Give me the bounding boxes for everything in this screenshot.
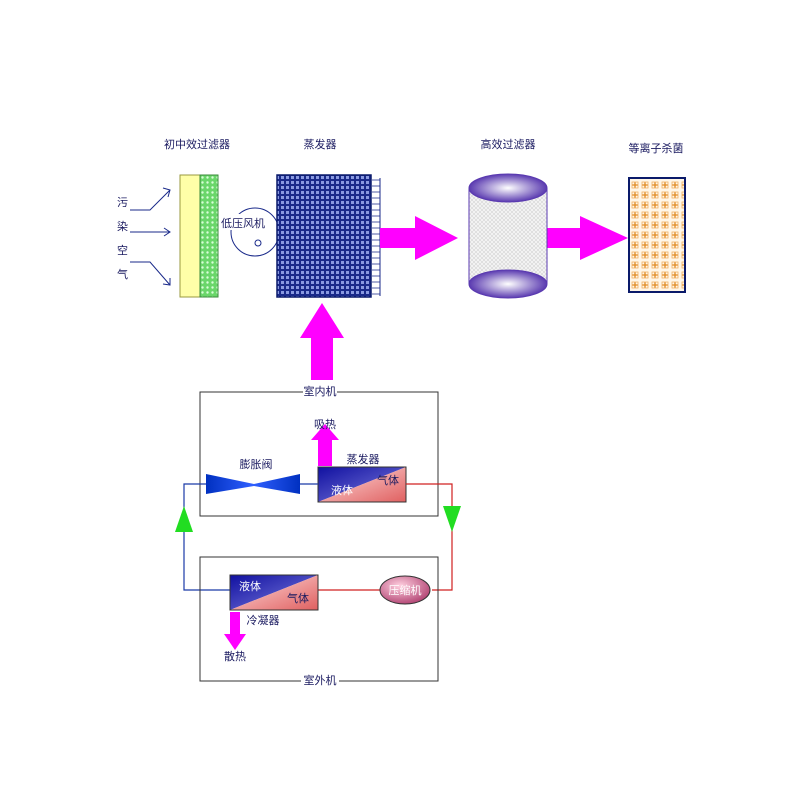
airflow-arrow-1 — [380, 216, 458, 260]
svg-text:污: 污 — [117, 196, 128, 209]
compressor-label: 压缩机 — [389, 583, 422, 597]
condenser-unit: 液体 气体 — [229, 574, 319, 611]
outdoor-unit-label: 室外机 — [304, 673, 337, 687]
evaporator-top-label: 蒸发器 — [304, 137, 337, 151]
indoor-unit-label: 室内机 — [304, 384, 337, 398]
svg-text:染: 染 — [117, 219, 128, 233]
evaporator-label: 蒸发器 — [347, 452, 380, 466]
fan-label: 低压风机 — [221, 216, 265, 230]
release-heat-arrow — [224, 612, 246, 650]
expansion-valve-label: 膨胀阀 — [240, 457, 273, 471]
cond-gas-label: 气体 — [287, 591, 309, 605]
hepa-filter-label: 高效过滤器 — [481, 137, 536, 151]
flow-arrow-down — [443, 506, 461, 532]
svg-text:空: 空 — [117, 243, 128, 257]
evap-gas-label: 气体 — [377, 473, 399, 487]
polluted-air-label: 污 染 空 气 — [117, 196, 128, 281]
absorb-heat-arrow — [311, 424, 339, 466]
plasma-sterilizer — [628, 177, 686, 293]
low-pressure-fan: 低压风机 — [219, 207, 280, 257]
absorb-heat-label: 吸热 — [314, 418, 336, 431]
primary-filter — [179, 174, 219, 298]
cooling-supply-arrow — [300, 303, 344, 380]
evap-liquid-label: 液体 — [331, 483, 353, 497]
cond-liquid-label: 液体 — [239, 579, 261, 593]
hepa-filter-cylinder — [468, 173, 548, 299]
airflow-arrow-2 — [546, 216, 628, 260]
refrigerant-pipes — [183, 483, 453, 591]
svg-text:气: 气 — [117, 267, 128, 281]
condenser-label: 冷凝器 — [247, 613, 280, 627]
compressor: 压缩机 — [379, 575, 431, 605]
primary-filter-label: 初中效过滤器 — [164, 137, 230, 151]
release-heat-label: 散热 — [224, 649, 246, 663]
expansion-valve — [206, 474, 300, 494]
evaporator-coil — [276, 174, 381, 298]
plasma-label: 等离子杀菌 — [629, 141, 684, 155]
evaporator-unit: 液体 气体 — [317, 466, 407, 503]
air-inflow-arrows — [130, 187, 171, 286]
flow-arrow-up — [175, 506, 193, 532]
